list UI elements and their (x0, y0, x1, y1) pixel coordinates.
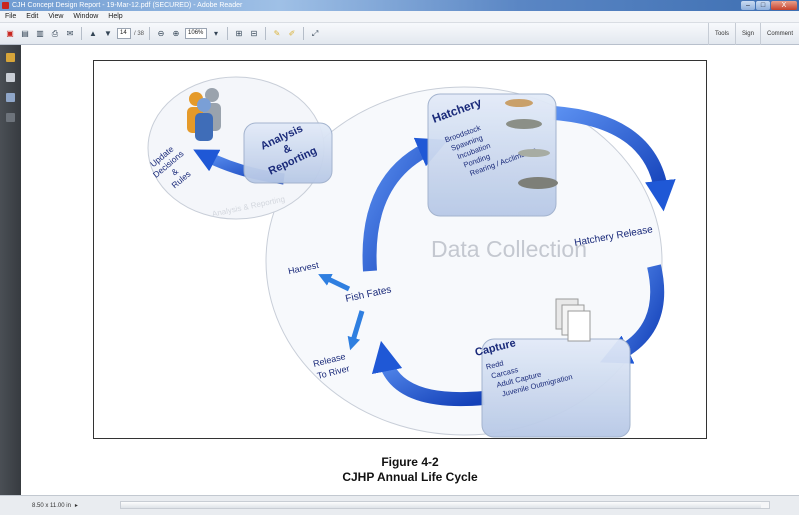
zoom-dropdown-icon[interactable]: ▾ (214, 28, 219, 38)
maximize-button[interactable]: □ (756, 1, 770, 10)
fit-width-icon[interactable]: ⊟ (250, 28, 258, 38)
arrow-capture-to-fates (371, 340, 485, 407)
horizontal-scrollbar[interactable] (120, 501, 770, 509)
tools-button[interactable]: Tools (707, 23, 735, 45)
toolbar-separator (303, 27, 305, 40)
fish-icon (505, 99, 533, 107)
window-title: CJH Concept Design Report - 19-Mar-12.pd… (12, 2, 243, 9)
arrow-hatchery-to-release (553, 106, 676, 212)
zoom-in-icon[interactable]: ⊕ (172, 28, 180, 38)
toolbar-separator (149, 27, 151, 40)
comment-note-icon[interactable]: ✎ (273, 28, 281, 38)
attachment-icon[interactable] (6, 113, 15, 122)
page-size-dropdown-icon[interactable]: ▸ (74, 503, 78, 509)
menu-bar: File Edit View Window Help (0, 11, 799, 23)
capture-item: Redd (485, 358, 505, 371)
highlight-icon[interactable]: ✐ (288, 28, 296, 38)
adobe-reader-icon (2, 2, 9, 9)
navigation-sidebar (0, 45, 21, 495)
status-bar: 8.50 x 11.00 in ▸ (0, 495, 799, 515)
arrow-fates-to-release (347, 310, 365, 351)
menu-help[interactable]: Help (108, 13, 123, 20)
document-viewport[interactable]: Data Collection Hatchery Broodstock Spaw… (21, 45, 799, 495)
data-collection-label: Data Collection (431, 236, 587, 262)
window-controls: – □ X (741, 0, 797, 11)
comment-button[interactable]: Comment (759, 23, 799, 45)
figure-caption: CJHP Annual Life Cycle (342, 470, 478, 484)
previous-page-icon[interactable]: ▲ (89, 28, 97, 38)
save-icon[interactable]: ▥ (36, 28, 44, 38)
capture-box (481, 338, 631, 438)
fish-icon (518, 149, 550, 157)
arrow-fates-to-harvest (318, 273, 351, 292)
create-pdf-icon[interactable]: ▣ (6, 28, 14, 38)
bookmark-icon[interactable] (6, 93, 15, 102)
menu-edit[interactable]: Edit (26, 13, 39, 20)
close-button[interactable]: X (771, 1, 797, 10)
menu-file[interactable]: File (5, 13, 17, 20)
toolbar-separator (265, 27, 267, 40)
lock-icon[interactable] (6, 53, 15, 62)
fish-icon (506, 119, 542, 129)
expand-icon[interactable]: ⤢ (311, 28, 319, 38)
minimize-button[interactable]: – (741, 1, 755, 10)
window-title-bar: CJH Concept Design Report - 19-Mar-12.pd… (0, 0, 799, 11)
zoom-level-input[interactable]: 106% (185, 28, 208, 39)
scrollbar-thumb[interactable] (121, 502, 761, 508)
update-line3: & (169, 166, 180, 178)
page-number-input[interactable]: 14 (117, 28, 131, 39)
analysis-box (243, 122, 333, 184)
toolbar-right-panel: Tools Sign Comment (707, 23, 799, 45)
fit-page-icon[interactable]: ⊞ (235, 28, 243, 38)
arrow-fates-to-hatchery (362, 137, 449, 272)
figure-number: Figure 4-2 (381, 455, 439, 469)
open-icon[interactable]: ▤ (21, 28, 29, 38)
page-size-label: 8.50 x 11.00 in (32, 502, 71, 509)
figure-frame: Data Collection Hatchery Broodstock Spaw… (93, 60, 707, 439)
life-cycle-diagram: Data Collection Hatchery Broodstock Spaw… (147, 76, 676, 438)
toolbar: ▣ ▤ ▥ ⎙ ✉ ▲ ▼ 14 / 38 ⊖ ⊕ 106% ▾ ⊞ ⊟ ✎ ✐… (0, 23, 799, 45)
page-total: / 38 (134, 30, 145, 37)
menu-view[interactable]: View (48, 13, 64, 20)
zoom-out-icon[interactable]: ⊖ (157, 28, 165, 38)
menu-window[interactable]: Window (73, 13, 99, 20)
sign-button[interactable]: Sign (734, 23, 760, 45)
print-icon[interactable]: ⎙ (51, 28, 59, 38)
toolbar-separator (81, 27, 82, 40)
next-page-icon[interactable]: ▼ (104, 28, 112, 38)
email-icon[interactable]: ✉ (66, 28, 74, 38)
fish-icon (518, 177, 558, 189)
pages-icon[interactable] (6, 73, 15, 82)
toolbar-separator (227, 27, 229, 40)
